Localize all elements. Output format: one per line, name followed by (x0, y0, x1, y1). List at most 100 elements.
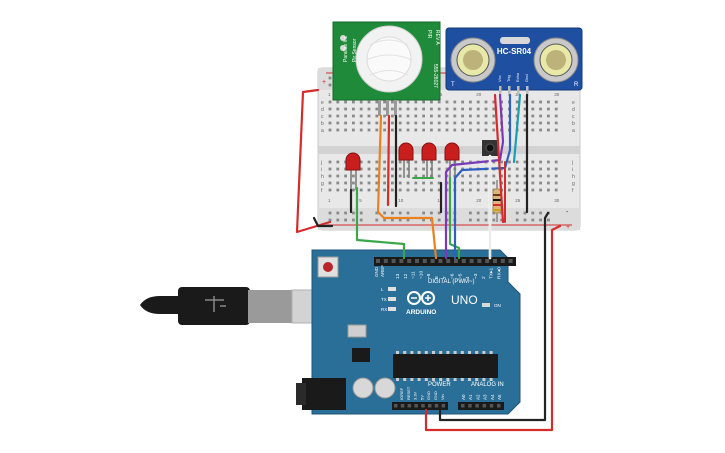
push-button-cap[interactable] (485, 143, 495, 153)
breadboard-hole (422, 188, 425, 192)
breadboard-hole (437, 160, 441, 164)
digital-pin-hole[interactable] (485, 259, 490, 263)
rail-hole (398, 218, 402, 222)
digital-pin-hole[interactable] (415, 259, 419, 263)
breadboard-hole (539, 128, 542, 132)
digital-pin-hole[interactable] (446, 259, 451, 263)
digital-pin-hole[interactable] (391, 259, 396, 263)
digital-pin-label: ~5 (457, 273, 463, 279)
power-pin-hole[interactable] (421, 404, 425, 408)
breadboard-hole (547, 114, 550, 118)
breadboard-hole (430, 114, 433, 118)
rail-hole (328, 211, 332, 215)
digital-pin-hole[interactable] (493, 259, 497, 263)
breadboard-hole (352, 107, 355, 111)
digital-pin-hole[interactable] (500, 259, 505, 263)
digital-pin-hole[interactable] (422, 259, 427, 263)
breadboard-row-label: f (321, 188, 323, 194)
breadboard-hole (484, 181, 488, 185)
rail-hole (539, 218, 542, 222)
digital-pin-hole[interactable] (430, 259, 435, 263)
power-pin-hole[interactable] (414, 404, 418, 408)
components (345, 140, 502, 222)
digital-pin-hole[interactable] (477, 259, 482, 263)
usb-icon (205, 296, 226, 312)
breadboard-hole (406, 167, 410, 171)
push-button[interactable] (482, 140, 498, 156)
breadboard-hole (523, 100, 527, 104)
breadboard-hole (406, 107, 410, 111)
analog-pin-hole[interactable] (489, 404, 494, 408)
breadboard-hole (476, 100, 480, 104)
rail-hole (328, 83, 332, 87)
breadboard-hole (328, 121, 332, 125)
rail-hole (352, 211, 355, 215)
digital-pin-hole[interactable] (438, 259, 443, 263)
digital-pin-label: RX◂0 (496, 267, 502, 279)
digital-pin-hole[interactable] (461, 259, 466, 263)
arduino-brand-label: ARDUINO (406, 309, 436, 316)
pir-side-label-1: PIR (426, 30, 432, 39)
usb-cable (140, 287, 319, 325)
power-pin-hole[interactable] (434, 404, 439, 408)
chip-pin (403, 378, 407, 381)
wire-red-5v (424, 224, 562, 432)
breadboard-hole (469, 181, 472, 185)
analog-pin-hole[interactable] (461, 404, 465, 408)
breadboard-hole (367, 167, 371, 171)
power-pin-hole[interactable] (394, 404, 398, 408)
breadboard-hole (484, 114, 488, 118)
breadboard-hole (430, 100, 433, 104)
analog-pin-hole[interactable] (475, 404, 479, 408)
breadboard-hole (391, 181, 394, 185)
indicator-led-label: RX (381, 307, 387, 312)
indicator-led (388, 287, 396, 291)
breadboard-hole (383, 114, 386, 118)
power-pin-hole[interactable] (400, 404, 405, 408)
power-pin-hole[interactable] (407, 404, 412, 408)
digital-pin-hole[interactable] (454, 259, 458, 263)
digital-pin-label: ~10 (418, 271, 424, 279)
analog-pin-hole[interactable] (497, 404, 501, 408)
analog-pin-hole[interactable] (482, 404, 487, 408)
gnd-label: GND (374, 266, 379, 277)
breadboard-hole (531, 188, 535, 192)
breadboard-hole (469, 114, 472, 118)
rail-hole (328, 76, 332, 80)
breadboard-hole (430, 181, 433, 185)
breadboard-row-label: g (321, 181, 324, 187)
digital-pin-hole[interactable] (383, 259, 388, 263)
hc-sr04-pin (517, 86, 520, 96)
analog-pin-hole[interactable] (468, 404, 472, 408)
breadboard-hole (328, 167, 332, 171)
breadboard-hole (539, 160, 542, 164)
breadboard-hole (414, 128, 418, 132)
breadboard-hole (367, 174, 371, 178)
chip-pin (453, 351, 457, 354)
digital-pin-hole[interactable] (508, 259, 513, 263)
breadboard-hole (414, 160, 418, 164)
rail-hole (437, 211, 441, 215)
digital-pin-hole[interactable] (399, 259, 404, 263)
breadboard-hole (359, 128, 363, 132)
digital-pin-hole[interactable] (407, 259, 412, 263)
breadboard-hole (476, 181, 480, 185)
breadboard-row-label: j (320, 160, 322, 166)
rail-hole (383, 218, 386, 222)
power-pin-hole[interactable] (428, 404, 432, 408)
breadboard-hole (422, 128, 425, 132)
breadboard-hole (344, 114, 347, 118)
breadboard-row-label: e (572, 100, 575, 106)
breadboard-hole (336, 188, 340, 192)
power-header-label: POWER (428, 382, 451, 388)
led-2 (398, 142, 414, 161)
digital-pin-hole[interactable] (376, 259, 380, 263)
breadboard-row-label: i (321, 167, 322, 173)
power-pin-hole[interactable] (441, 404, 446, 408)
reset-button-cap[interactable] (323, 262, 333, 272)
digital-pin-hole[interactable] (469, 259, 474, 263)
breadboard-hole (422, 167, 425, 171)
